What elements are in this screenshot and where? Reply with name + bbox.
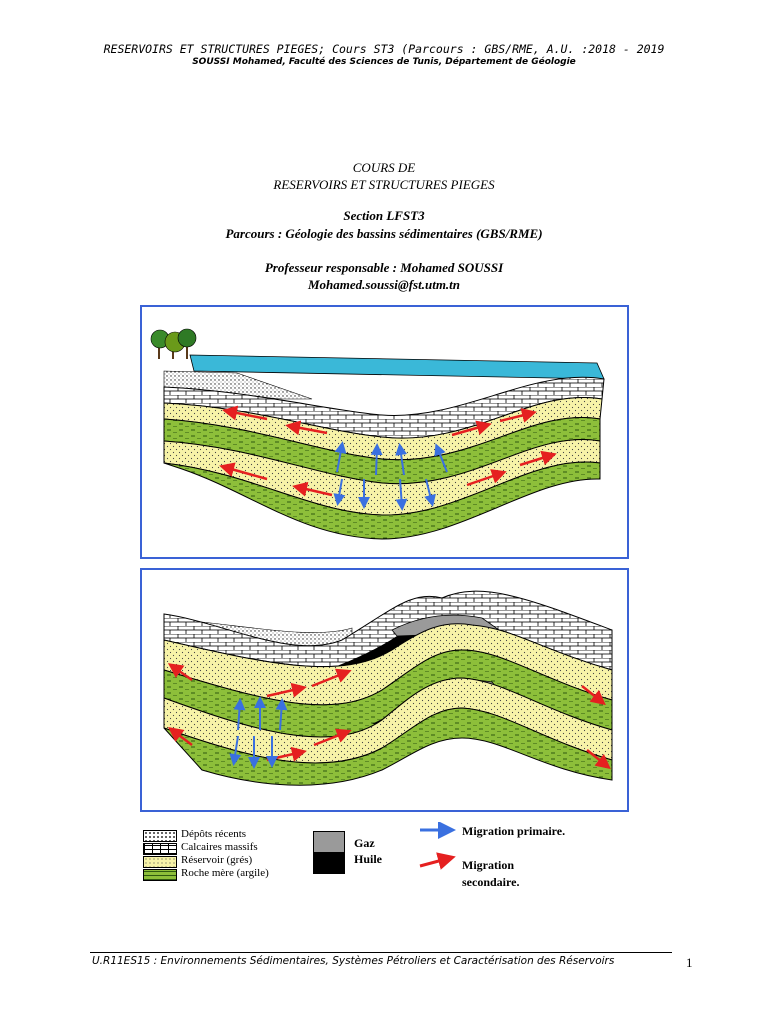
water-surface [189, 354, 605, 380]
course-label: COURS DE [352, 160, 416, 175]
legend-swatch-depots [143, 830, 177, 842]
email-label: Mohamed.soussi@fst.utm.tn [307, 277, 461, 292]
figure-anticline [140, 568, 629, 812]
page-number: 1 [686, 955, 693, 970]
legend-swatch-reservoir [143, 856, 177, 868]
secondary-migration-arrows [219, 405, 557, 497]
legend-arrows [419, 822, 456, 870]
legend-label-depots: Dépôts récents [181, 828, 247, 840]
running-header-title: RESERVOIRS ET STRUCTURES PIEGES; Cours S… [103, 42, 665, 56]
section-label: Section LFST3 [343, 208, 425, 223]
legend-swatch-gaz [313, 831, 345, 853]
professor-label: Professeur responsable : Mohamed SOUSSI [264, 260, 504, 275]
legend-swatch-calcaires [143, 843, 177, 855]
footer-text: U.R11ES15 : Environnements Sédimentaires… [92, 955, 615, 967]
legend-label-reservoir: Réservoir (grés) [181, 854, 253, 866]
course-title: RESERVOIRS ET STRUCTURES PIEGES [273, 177, 495, 192]
tree-icon [150, 328, 197, 359]
primary-migration-arrows [229, 696, 288, 769]
legend-label-gaz: Gaz [354, 836, 375, 850]
legend-swatch-huile [313, 852, 345, 874]
red-arrow-icon [419, 852, 456, 870]
parcours-label: Parcours : Géologie des bassins sédiment… [225, 226, 543, 241]
legend-label-roche-mere: Roche mère (argile) [181, 867, 269, 879]
legend-label-migration-secondaire-2: secondaire. [462, 875, 520, 889]
legend-label-huile: Huile [354, 852, 383, 866]
legend-label-migration-secondaire-1: Migration [462, 858, 514, 872]
secondary-migration-arrows [167, 663, 611, 770]
running-header-author: SOUSSI Mohamed, Faculté des Sciences de … [192, 57, 576, 67]
legend-swatch-roche-mere [143, 869, 177, 881]
legend-label-migration-primaire: Migration primaire. [462, 824, 566, 838]
roche-mere-layer-2 [163, 461, 601, 540]
footer-rule [90, 952, 672, 953]
legend-label-calcaires: Calcaires massifs [181, 841, 258, 853]
primary-migration-arrows [333, 441, 448, 511]
figure-syncline [140, 305, 629, 559]
